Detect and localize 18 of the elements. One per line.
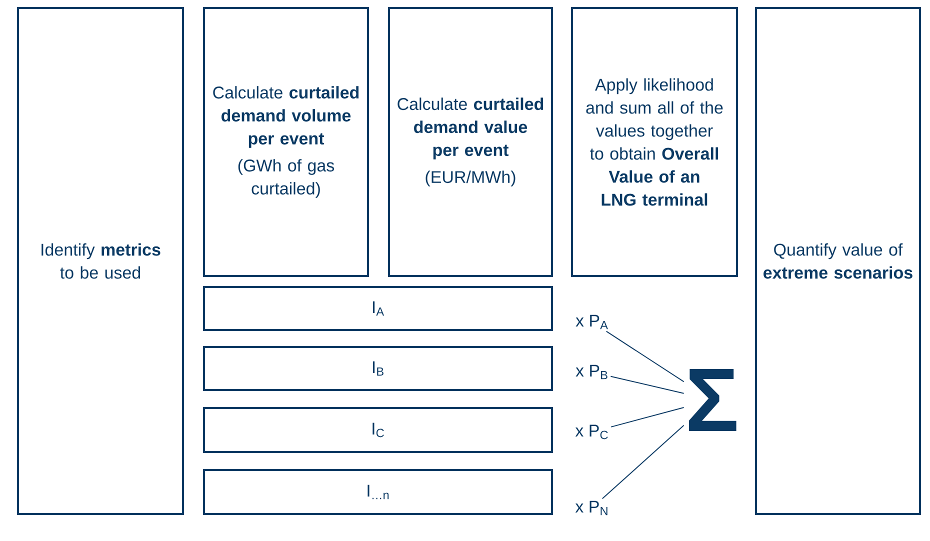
probability-label: x P$_{N}$ bbox=[575, 500, 608, 516]
connector-line bbox=[602, 424, 684, 500]
input-bar: I$_{A}$ bbox=[203, 286, 553, 331]
probability-label: x P$_{B}$ bbox=[576, 364, 608, 380]
probability-label: x P$_{C}$ bbox=[575, 424, 608, 440]
probability-label: x P$_{A}$ bbox=[576, 314, 608, 330]
input-bar: I$_{B}$ bbox=[203, 346, 553, 391]
step-box: Quantify value of extreme scenarios bbox=[755, 7, 921, 515]
input-bar: I$_{…n}$ bbox=[203, 469, 553, 515]
connector-line bbox=[610, 376, 684, 394]
step-box: Apply likelihood and sum all of the values together to obtain Overall Value of an LNG terminal bbox=[571, 7, 738, 277]
step-box: Calculate curtailed demand volume per event (GWh of gas curtailed) bbox=[203, 7, 369, 277]
sum-symbol: Σ bbox=[688, 369, 736, 431]
connector-line bbox=[606, 330, 684, 382]
connector-line bbox=[610, 407, 684, 428]
step-box: Calculate curtailed demand value per event (EUR/MWh) bbox=[388, 7, 553, 277]
input-bar: I$_{C}$ bbox=[203, 407, 553, 453]
step-box: Identify metrics to be used bbox=[17, 7, 184, 515]
